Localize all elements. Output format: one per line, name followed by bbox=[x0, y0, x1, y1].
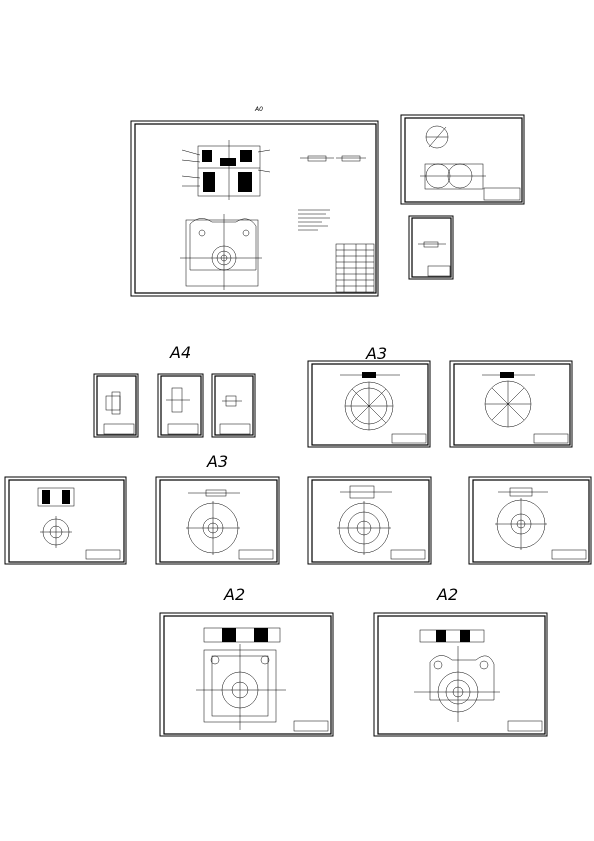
technical-notes bbox=[298, 209, 330, 231]
sheet-a2-2[interactable] bbox=[373, 612, 548, 737]
sheet-a0-assembly[interactable] bbox=[130, 120, 379, 297]
sheet-a3-5[interactable] bbox=[307, 476, 432, 565]
sheet-a3-4[interactable] bbox=[155, 476, 280, 565]
sheet-a3-6[interactable] bbox=[468, 476, 592, 565]
label-a0: A0 bbox=[254, 106, 263, 113]
label-a3-top: A3 bbox=[365, 344, 387, 363]
sheet-a3-sketch[interactable] bbox=[400, 114, 525, 205]
detail-views bbox=[300, 155, 366, 162]
label-a4: A4 bbox=[169, 343, 191, 362]
sheet-a4-1[interactable] bbox=[93, 373, 139, 438]
sheet-a3-1[interactable] bbox=[307, 360, 431, 448]
sheet-a2-1[interactable] bbox=[159, 612, 334, 737]
sheet-a4-3[interactable] bbox=[211, 373, 256, 438]
sheet-a4-part-small[interactable] bbox=[408, 215, 454, 280]
label-a3-mid: A3 bbox=[206, 452, 228, 471]
sheet-a3-3[interactable] bbox=[4, 476, 127, 565]
parts-list bbox=[335, 243, 375, 293]
label-a2-left: A2 bbox=[223, 585, 245, 604]
section-view bbox=[181, 140, 271, 200]
sheet-a4-2[interactable] bbox=[157, 373, 204, 438]
label-a2-right: A2 bbox=[436, 585, 458, 604]
plan-view bbox=[180, 214, 262, 290]
sheet-a3-2[interactable] bbox=[449, 360, 573, 448]
